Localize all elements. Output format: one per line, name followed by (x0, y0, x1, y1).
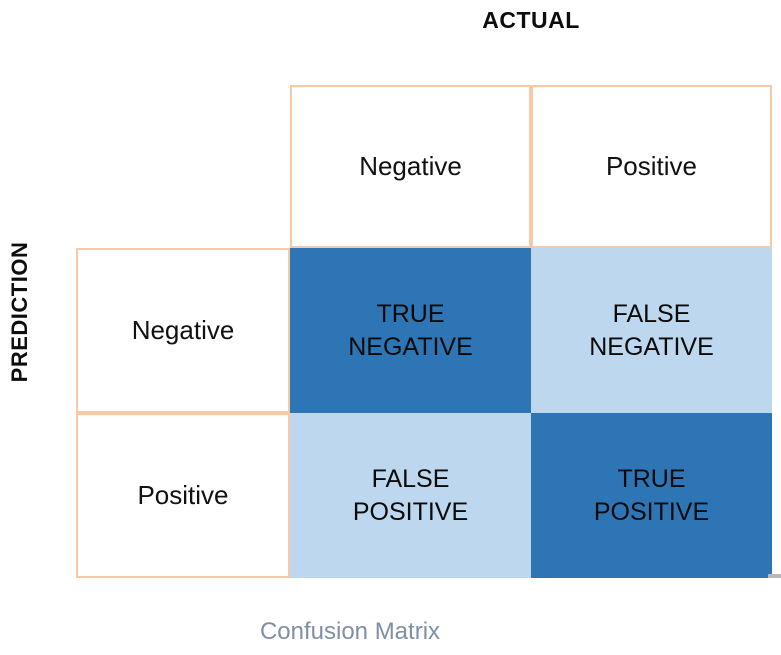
cell-false-positive: FALSE POSITIVE (290, 413, 531, 578)
cell-true-negative-line2: NEGATIVE (348, 332, 473, 361)
actual-axis-title: ACTUAL (482, 6, 580, 33)
confusion-matrix-grid: Negative Positive Negative TRUE NEGATIVE… (76, 85, 772, 578)
column-header-negative: Negative (290, 85, 531, 248)
prediction-axis-title: PREDICTION (7, 241, 32, 383)
cell-false-positive-line2: POSITIVE (352, 497, 469, 526)
row-header-negative: Negative (76, 248, 290, 413)
cell-false-negative: FALSE NEGATIVE (531, 248, 772, 413)
cell-true-positive-line1: TRUE (617, 465, 686, 493)
cell-false-negative-line2: NEGATIVE (589, 332, 714, 361)
cell-false-positive-line1: FALSE (371, 465, 450, 493)
column-header-positive: Positive (531, 85, 772, 248)
row-header-positive: Positive (76, 413, 290, 578)
right-edge-tick (768, 574, 781, 578)
cell-true-negative-line1: TRUE (376, 300, 445, 328)
cell-true-positive: TRUE POSITIVE (531, 413, 772, 578)
cell-false-negative-line1: FALSE (612, 300, 691, 328)
figure-caption: Confusion Matrix (259, 618, 441, 645)
cell-true-negative: TRUE NEGATIVE (290, 248, 531, 413)
cell-true-positive-line2: POSITIVE (593, 497, 710, 526)
